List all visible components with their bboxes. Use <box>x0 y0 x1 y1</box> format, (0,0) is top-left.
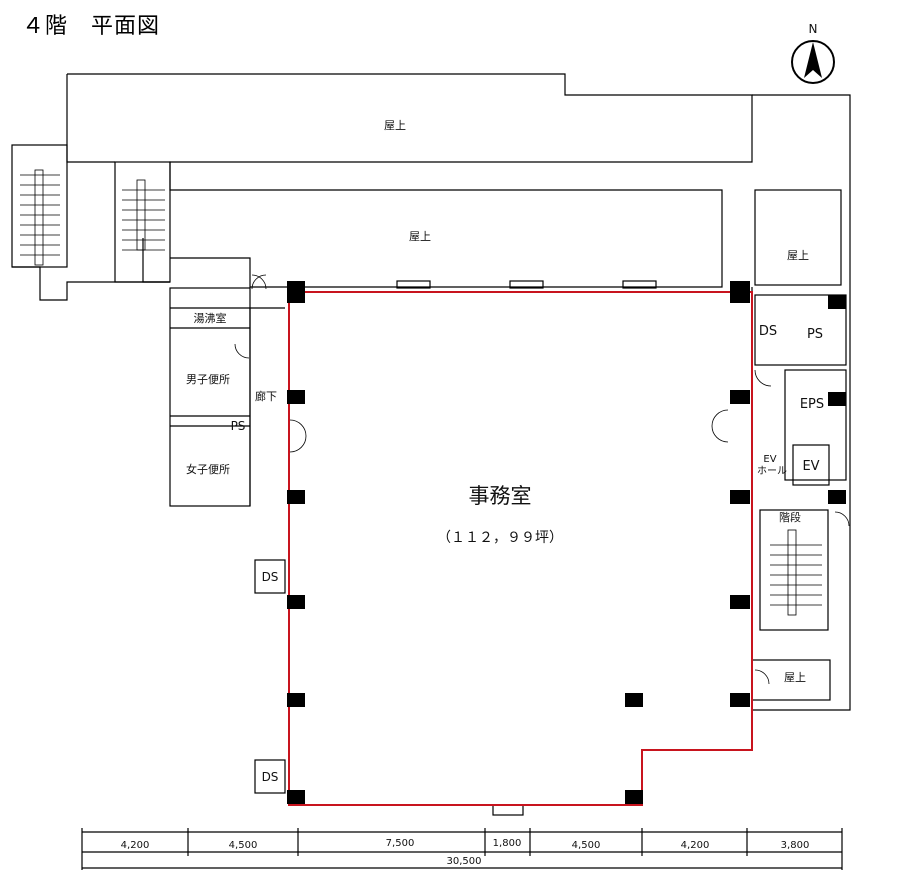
ps-left-label: PS <box>231 419 246 433</box>
corridor-label: 廊下 <box>255 389 277 403</box>
stairs-label: 階段 <box>779 510 801 524</box>
ds-top-label: DS <box>262 570 279 584</box>
compass-north-label: N <box>809 22 818 36</box>
page-title: ４階 平面図 <box>22 14 161 39</box>
rooftop-label-3: 屋上 <box>787 249 809 262</box>
dimension-total: 30,500 <box>447 856 482 867</box>
dimension-span-3: 7,500 <box>386 838 415 849</box>
rooftop-label-1: 屋上 <box>384 119 406 132</box>
ds-bottom-label: DS <box>262 770 279 784</box>
door-swings <box>234 274 850 685</box>
stair-treads <box>20 169 822 616</box>
dimension-span-6: 4,200 <box>681 840 710 851</box>
dimension-labels: 4,200 4,500 7,500 1,800 4,500 4,200 3,80… <box>121 838 810 867</box>
office-area-label: （１１２，９９坪） <box>437 530 563 546</box>
ps-right-label: PS <box>807 327 823 342</box>
rooftop-label-4: 屋上 <box>784 671 806 684</box>
ds-right-label: DS <box>759 324 777 339</box>
walls <box>11 73 851 870</box>
dimension-span-5: 4,500 <box>572 840 601 851</box>
dimension-span-7: 3,800 <box>781 840 810 851</box>
womens-toilet-label: 女子便所 <box>186 462 230 476</box>
mens-toilet-label: 男子便所 <box>186 373 230 386</box>
kitchenette-label: 湯沸室 <box>194 311 227 325</box>
ev-hall-label-1: EV <box>763 454 776 465</box>
ev-hall-label-2: ホール <box>757 465 787 477</box>
dimension-span-1: 4,200 <box>121 840 150 851</box>
dimension-span-2: 4,500 <box>229 840 258 851</box>
office-label: 事務室 <box>469 484 532 508</box>
ev-label: EV <box>802 459 819 474</box>
eps-label: EPS <box>800 397 824 412</box>
rooftop-label-2: 屋上 <box>409 230 431 243</box>
columns <box>287 281 846 804</box>
office-outline <box>288 291 753 806</box>
dimension-span-4: 1,800 <box>493 838 522 849</box>
north-compass-icon: N <box>791 22 835 84</box>
